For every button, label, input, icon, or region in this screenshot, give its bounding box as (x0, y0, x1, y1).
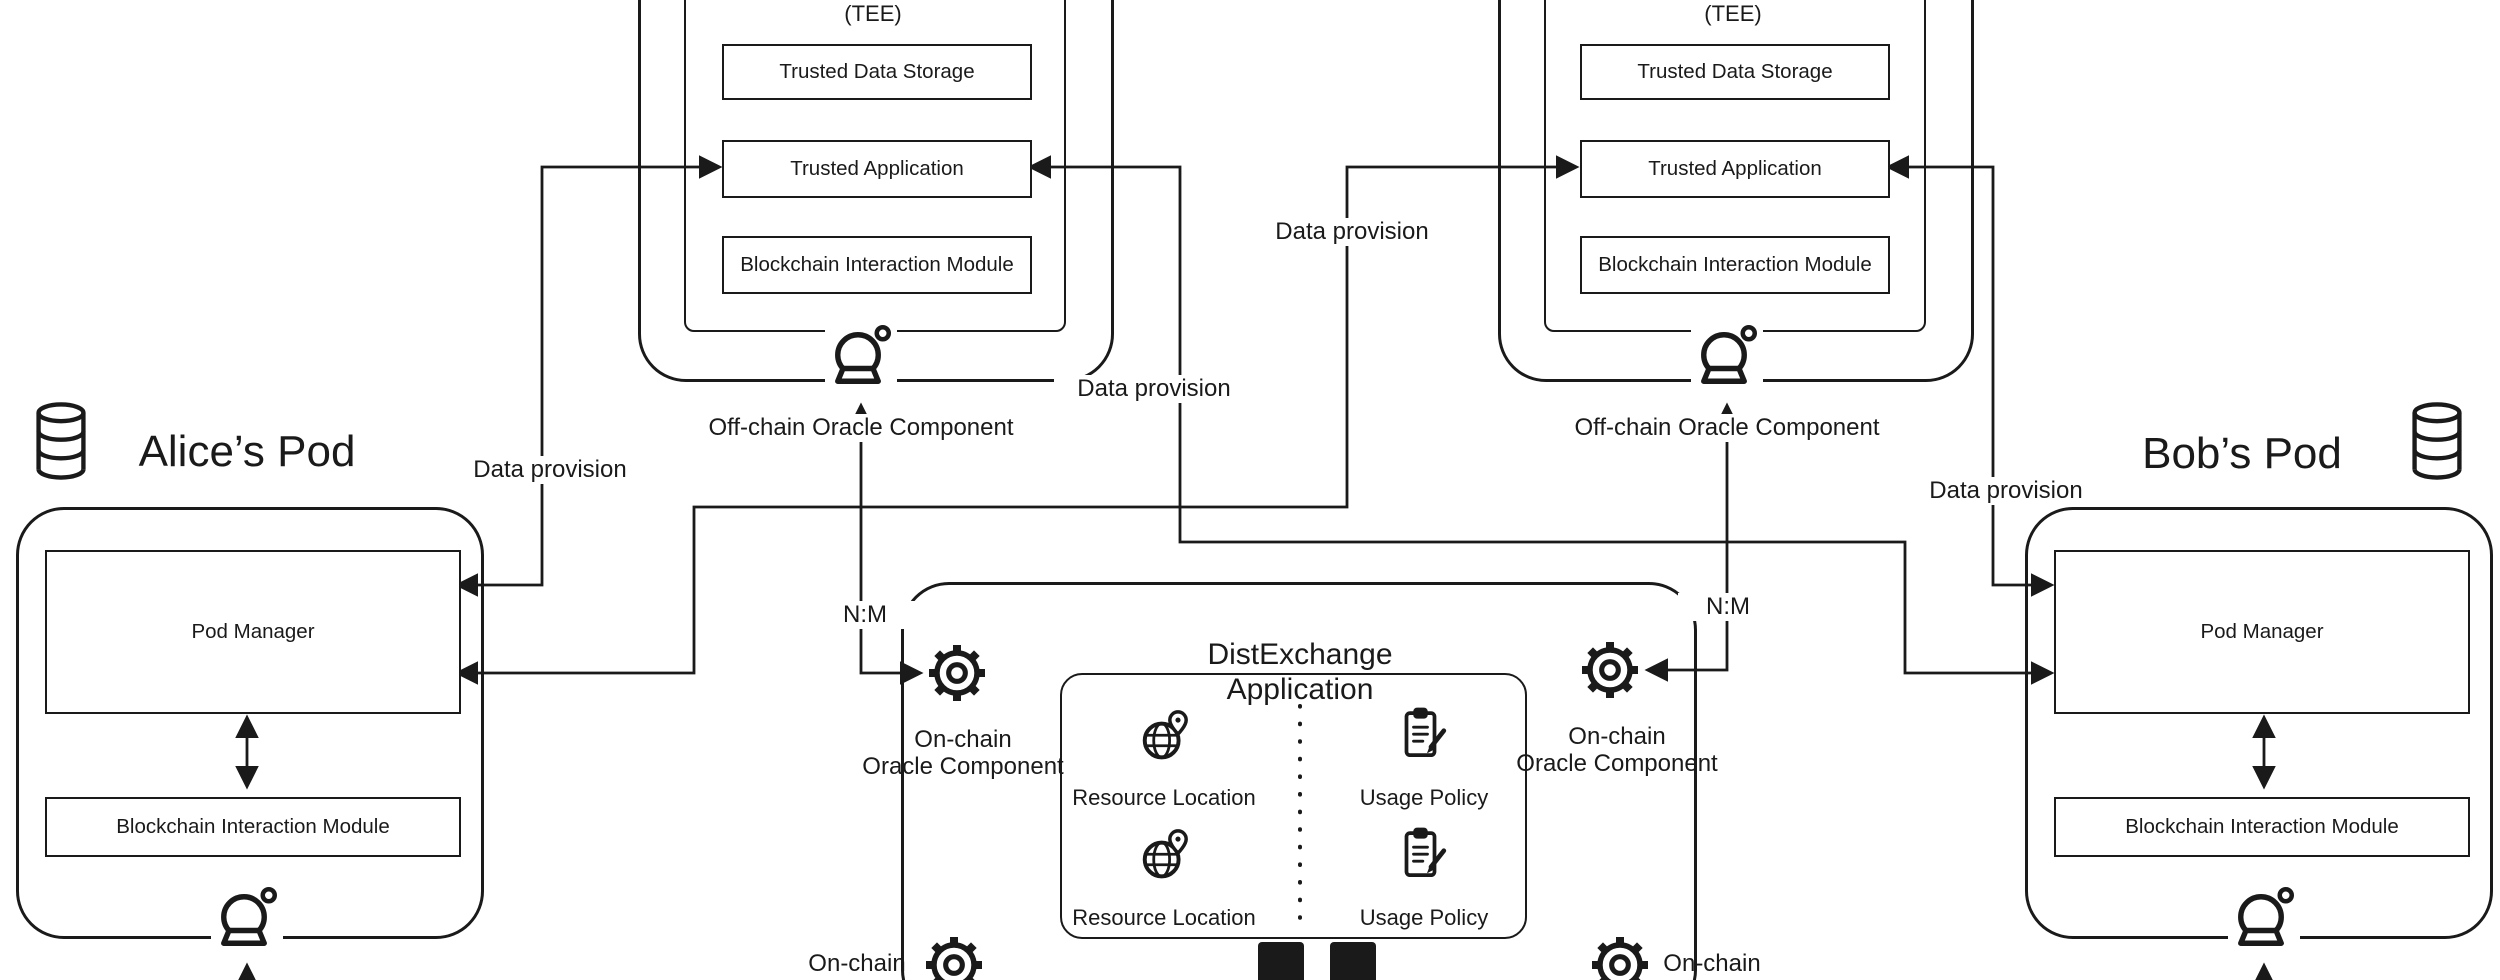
data-provision-label-1: Data provision (450, 456, 650, 485)
database-icon (30, 400, 92, 482)
tee-right-label: (TEE) (1704, 1, 1762, 26)
gear-icon (1588, 933, 1652, 980)
data-provision-label-4: Data provision (1906, 477, 2106, 506)
onchain-right-label-line1: On-chain (1568, 723, 1666, 750)
gear-icon (1578, 638, 1642, 702)
globe-pin-icon (1136, 709, 1192, 765)
tee-left-trusted-data-storage: Trusted Data Storage (722, 44, 1032, 100)
clipboard-pencil-icon (1396, 825, 1452, 881)
globe-pin-icon (1136, 828, 1192, 884)
onchain-bottom-left-label: On-chain (808, 950, 906, 977)
tee-left-blockchain-module: Blockchain Interaction Module (722, 236, 1032, 294)
alice-pod-title: Alice’s Pod (138, 427, 356, 476)
tee-right-offchain-oracle-label: Off-chain Oracle Component (1527, 414, 1927, 443)
resource-location-label-1: Resource Location (1072, 785, 1256, 810)
bob-pod-title: Bob’s Pod (2142, 429, 2342, 478)
onchain-left-label-line1: On-chain (914, 726, 1012, 753)
edge-alicepm-leftta (454, 155, 723, 597)
alice-pod-manager: Pod Manager (45, 550, 461, 714)
ledger-block-icon (1258, 942, 1304, 980)
tee-right-trusted-application: Trusted Application (1580, 140, 1890, 198)
distexchange-title-line2: Application (1226, 673, 1374, 706)
edge-offchain-onchain-right (1644, 402, 1739, 682)
database-icon (2406, 400, 2468, 482)
usage-policy-label-1: Usage Policy (1359, 785, 1489, 810)
edge-bobpm-rightta (1885, 155, 2055, 597)
onchain-left-label-line2: Oracle Component (862, 753, 1064, 780)
tee-left-trusted-application: Trusted Application (722, 140, 1032, 198)
bob-blockchain-module: Blockchain Interaction Module (2054, 797, 2470, 857)
data-provision-label-2: Data provision (1054, 375, 1254, 404)
crystal-ball-icon (2228, 884, 2300, 956)
alice-blockchain-module: Blockchain Interaction Module (45, 797, 461, 857)
clipboard-pencil-icon (1396, 705, 1452, 761)
data-provision-label-3: Data provision (1252, 218, 1452, 247)
cardinality-label-left: N:M (815, 601, 915, 630)
tee-left-label: (TEE) (844, 1, 902, 26)
gear-icon (925, 641, 989, 705)
tee-right-trusted-data-storage: Trusted Data Storage (1580, 44, 1890, 100)
edge-offchain-onchain-left (849, 402, 924, 685)
bob-pod-manager: Pod Manager (2054, 550, 2470, 714)
tee-right-blockchain-module: Blockchain Interaction Module (1580, 236, 1890, 294)
ledger-block-icon (1330, 942, 1376, 980)
crystal-ball-icon (825, 322, 897, 394)
resource-location-label-2: Resource Location (1072, 905, 1256, 930)
edge-bobpm-leftta (1027, 155, 2055, 685)
onchain-bottom-right-label: On-chain (1663, 950, 1761, 977)
distexchange-title-line1: DistExchange (1207, 638, 1393, 671)
crystal-ball-icon (1691, 322, 1763, 394)
cardinality-label-right: N:M (1678, 593, 1778, 622)
gear-icon (922, 933, 986, 980)
crystal-ball-icon (211, 884, 283, 956)
usage-policy-label-2: Usage Policy (1359, 905, 1489, 930)
tee-left-offchain-oracle-label: Off-chain Oracle Component (661, 414, 1061, 443)
onchain-right-label-line2: Oracle Component (1516, 750, 1718, 777)
